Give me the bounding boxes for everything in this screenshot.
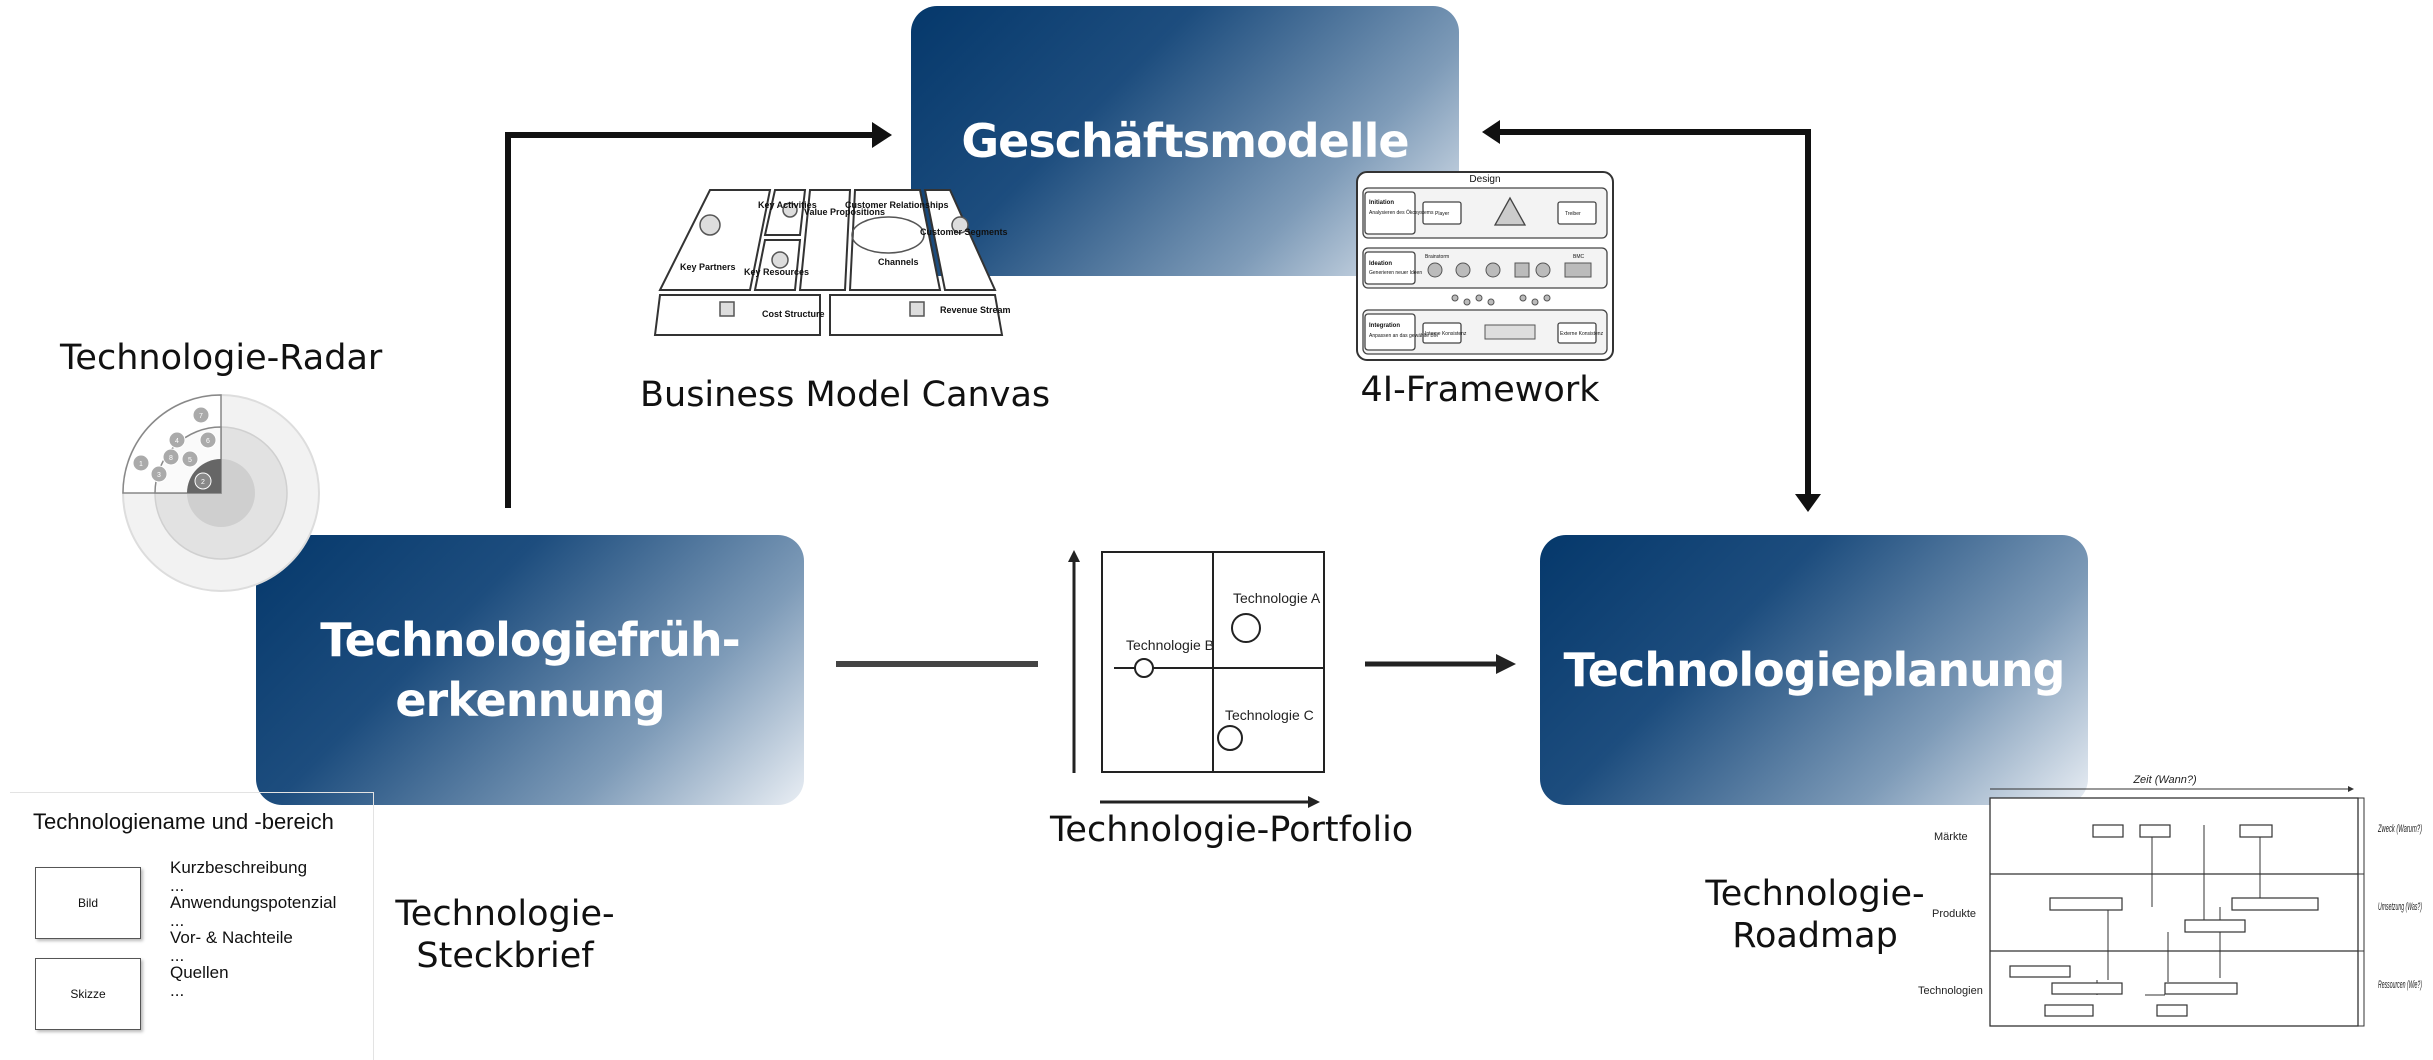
technology-radar-image: 2 1 3 4 5 6 7 8 [122,394,320,592]
steckbrief-field: ... [170,946,185,965]
roadmap-row-products: Produkte [1932,908,1976,920]
roadmap-side-implementation: Umsetzung (Was?) [2378,901,2422,913]
radar-marker-1: 2 [201,479,205,486]
roadmap-label-line1: Technologie- [1705,874,1925,914]
framework-integration-right: Externe Konsistenz [1560,331,1604,337]
framework-ideation-sub: Generieren neuer Ideen [1369,270,1422,276]
technology-roadmap-image: Zeit (Wann?) Märkte Produkte Technologie… [1918,774,2422,1027]
bmc-key-resources: Key Resources [744,267,809,277]
radar-marker-2: 1 [139,461,143,468]
bmc-label: Business Model Canvas [640,375,1051,415]
radar-marker-6: 6 [206,438,210,445]
radar-marker-4: 4 [175,438,179,445]
steckbrief-field: ... [170,876,185,895]
framework-ideation-right: BMC [1573,254,1585,260]
bmc-key-partners: Key Partners [680,262,736,272]
radar-marker-7: 7 [199,413,203,420]
arrow-early-to-business [505,132,875,508]
roadmap-side-resources: Ressourcen (Wie?) [2378,979,2422,991]
framework-ideation: Ideation [1369,261,1392,267]
steckbrief-card: Technologiename und -bereich Bild Skizze… [10,792,374,1060]
roadmap-row-technologies: Technologien [1918,985,1983,997]
steckbrief-field: Anwendungspotenzial [170,893,337,912]
radar-marker-8: 8 [169,455,173,462]
bmc-channels: Channels [878,257,919,267]
roadmap-label: Technologie- Roadmap [1690,873,1940,957]
framework-integration: Integration [1369,323,1400,329]
framework-initiation: Initiation [1369,200,1394,206]
framework-title: Design [1469,174,1500,185]
early-detection-title-line1: Technologiefrüh- [320,613,740,667]
bmc-customer-segments: Customer Segments [920,227,1008,237]
framework-label: 4I-Framework [1360,370,1600,410]
steckbrief-field: Vor- & Nachteile [170,928,293,947]
early-detection-title-line2: erkennung [395,673,665,727]
framework-integration-left: Interne Konsistenz [1425,331,1467,337]
steckbrief-image-box: Bild [35,867,141,939]
steckbrief-sketch-box: Skizze [35,958,141,1030]
business-models-title: Geschäftsmodelle [961,114,1409,168]
framework-integration-sub: Anpassen an das gewählte BM [1369,333,1438,339]
early-detection-box: Technologiefrüh- erkennung [256,535,804,805]
bmc-value-propositions: Value Propositions [804,207,885,217]
radar-marker-3: 3 [157,472,161,479]
steckbrief-field: Quellen [170,963,229,982]
bmc-cost-structure: Cost Structure [762,309,825,319]
bmc-key-activities: Key Activities [758,200,817,210]
framework-initiation-right: Treiber [1565,211,1581,217]
radar-marker-5: 5 [188,457,192,464]
portfolio-label: Technologie-Portfolio [1050,810,1414,850]
steckbrief-image-label: Bild [77,896,98,910]
business-model-canvas-image: Key Partners Key Activities Key Resource… [653,189,1010,336]
steckbrief-label: Technologie- Steckbrief [380,893,630,977]
steckbrief-fields: Kurzbeschreibung ... Anwendungspotenzial… [170,857,337,1000]
roadmap-label-line2: Roadmap [1732,916,1898,956]
bmc-customer-relationships: Customer Relationships [845,200,949,210]
steckbrief-label-line2: Steckbrief [416,936,594,976]
framework-ideation-left: Brainstorm [1425,254,1449,260]
framework-initiation-left: Player [1435,211,1450,217]
portfolio-item-c: Technologie C [1225,707,1314,723]
bmc-revenue-streams: Revenue Streams [940,305,1010,315]
roadmap-time-label: Zeit (Wann?) [2132,774,2197,786]
radar-label: Technologie-Radar [60,338,383,378]
4i-framework-image: Design Initiation Ideation Integration A… [1356,171,1614,361]
roadmap-side-purpose: Zweck (Warum?) [2377,823,2422,835]
steckbrief-field: ... [170,911,185,930]
arrow-business-planning [1500,129,1811,495]
roadmap-row-markets: Märkte [1934,831,1968,843]
technology-planning-box: Technologieplanung [1540,535,2088,805]
technology-planning-title: Technologieplanung [1563,643,2065,697]
steckbrief-field: Kurzbeschreibung [170,858,308,877]
steckbrief-field: ... [170,981,185,1000]
steckbrief-label-line1: Technologie- [395,894,615,934]
portfolio-item-a: Technologie A [1233,590,1321,606]
portfolio-item-b: Technologie B [1126,637,1214,653]
steckbrief-sketch-label: Skizze [70,987,106,1001]
business-models-box: Geschäftsmodelle [911,6,1459,276]
steckbrief-title: Technologiename und -bereich [33,809,334,834]
framework-initiation-sub: Analysieren des Ökosystems [1369,209,1434,216]
technology-portfolio-image: Technologie A Technologie B Technologie … [1068,550,1325,808]
